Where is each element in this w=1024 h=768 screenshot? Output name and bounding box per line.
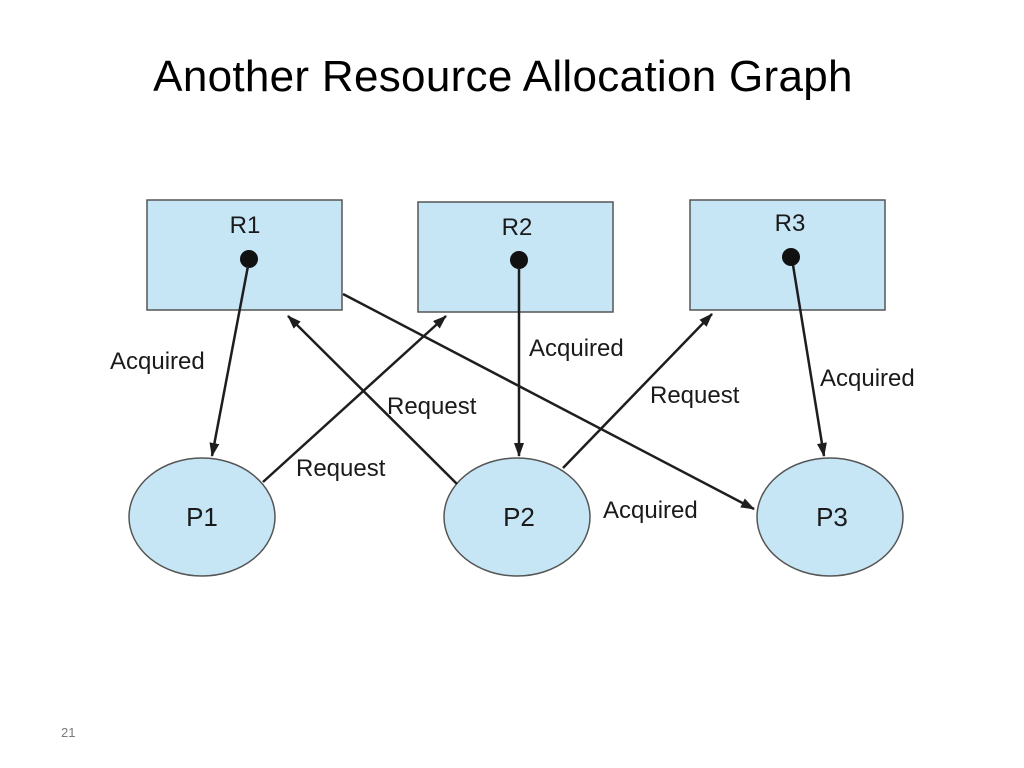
resource-r1-instance-dot — [240, 250, 258, 268]
process-p3-node — [756, 457, 904, 577]
resource-r1: R1 — [146, 199, 343, 311]
edge-r3-p3: Acquired — [791, 264, 915, 457]
edge-p2-r1: Request — [287, 315, 477, 485]
edge-p2-r3-arrow — [562, 313, 713, 469]
edge-p1-r2-arrow — [262, 315, 447, 483]
process-p3: P3 — [756, 457, 904, 577]
resource-r3-label: R3 — [775, 210, 806, 237]
edge-p2-r1-label: Request — [387, 393, 477, 420]
edge-r2-p2-label: Acquired — [529, 335, 624, 362]
edge-p1-r2: Request — [262, 315, 447, 483]
resource-r2-label: R2 — [502, 214, 533, 241]
edge-p2-r3: Request — [562, 313, 740, 469]
edge-r3-p3-label: Acquired — [820, 365, 915, 392]
resource-r3: R3 — [689, 199, 886, 311]
edge-r1-p3-label: Acquired — [603, 497, 698, 524]
resource-r3-instance-dot — [782, 248, 800, 266]
resource-r2: R2 — [417, 201, 614, 313]
process-p2-label: P2 — [503, 502, 535, 532]
edge-r1-p3: Acquired — [342, 292, 755, 524]
process-p1-node — [128, 457, 276, 577]
slide-number: 21 — [61, 725, 76, 740]
edge-r3-p3-arrow — [791, 264, 827, 457]
edge-r1-p1-arrow — [209, 265, 250, 457]
edge-r1-p1: Acquired — [110, 265, 250, 457]
edge-p1-r2-label: Request — [296, 455, 386, 482]
process-p1: P1 — [128, 457, 276, 577]
resource-r1-label: R1 — [230, 212, 261, 239]
process-p2-node — [443, 457, 591, 577]
process-p1-label: P1 — [186, 502, 218, 532]
edge-r2-p2: Acquired — [514, 268, 624, 457]
resource-r2-instance-dot — [510, 251, 528, 269]
edge-p2-r1-arrow — [287, 315, 458, 485]
edge-p2-r3-label: Request — [650, 382, 740, 409]
edge-r1-p3-arrow — [342, 292, 755, 511]
process-p2: P2 — [443, 457, 591, 577]
process-p3-label: P3 — [816, 502, 848, 532]
edge-r1-p1-label: Acquired — [110, 348, 205, 375]
slide-title: Another Resource Allocation Graph — [153, 52, 853, 101]
